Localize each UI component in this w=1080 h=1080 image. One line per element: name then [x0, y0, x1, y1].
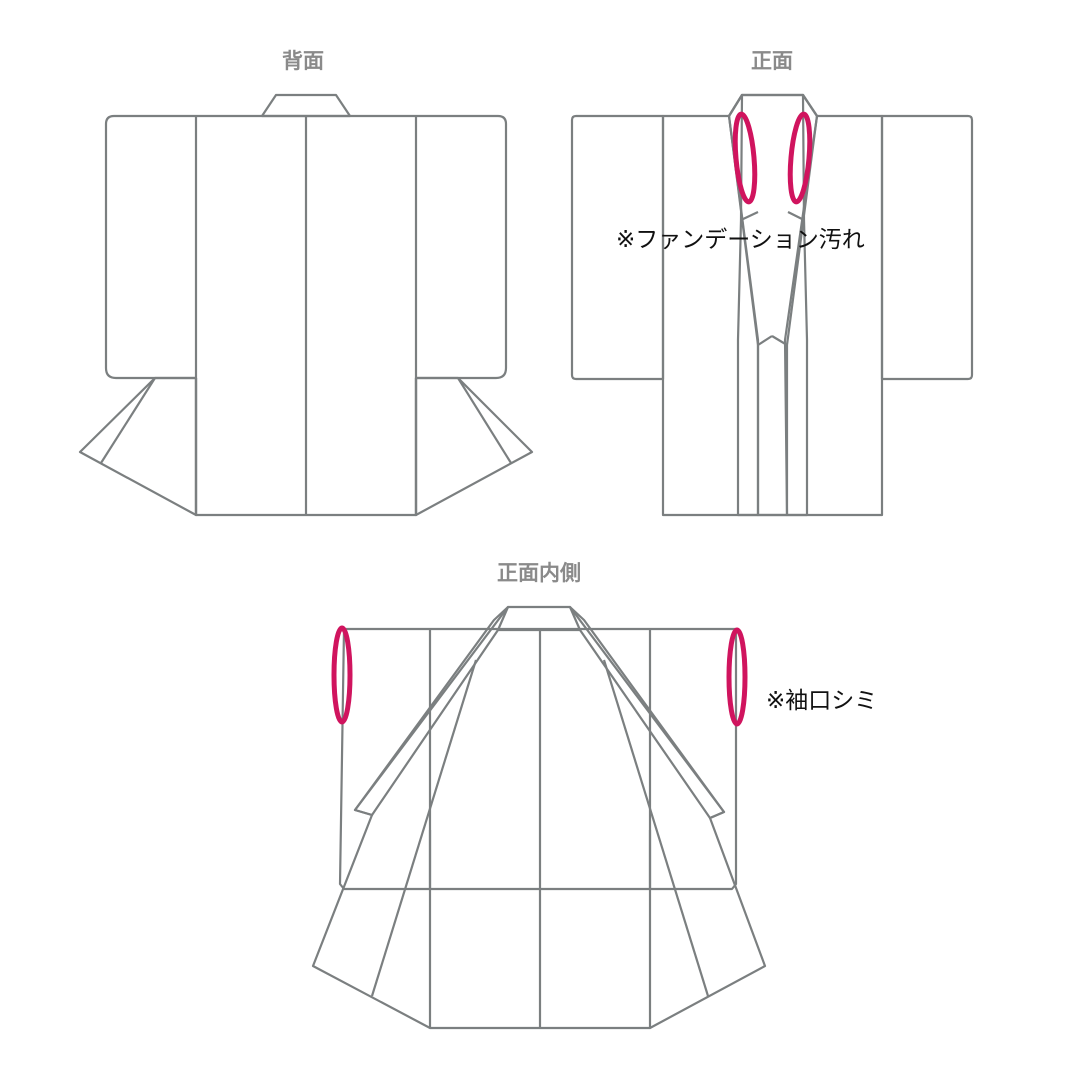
- back-collar: [260, 93, 352, 118]
- back-view-garment: [78, 93, 534, 517]
- front-body: [661, 93, 884, 517]
- front-collar-notch-right: [787, 211, 805, 221]
- foundation-stain-marker-left: [732, 111, 758, 205]
- front-view-garment: [570, 93, 974, 517]
- back-lower-right-gusset: [414, 376, 534, 517]
- cuff-stain-note: ※袖口シミ: [766, 688, 878, 714]
- front-collar-join-left: [757, 335, 773, 346]
- front-collar-join-right: [771, 335, 788, 346]
- back-gusset-line-left: [100, 377, 156, 464]
- back-view-title: 背面: [282, 49, 324, 73]
- inside-collar-left: [353, 605, 510, 817]
- front-sleeve-left: [570, 114, 665, 381]
- inside-view-garment: [311, 605, 767, 1030]
- foundation-stain-marker-right: [787, 111, 813, 205]
- back-gusset-line-right: [457, 377, 512, 464]
- foundation-stain-note: ※ファンデーション汚れ: [616, 227, 865, 253]
- cuff-stain-marker-right: [726, 627, 748, 727]
- front-collar-notch-left: [740, 211, 759, 221]
- front-sleeve-right: [880, 114, 974, 381]
- back-lower-left-gusset: [78, 376, 198, 517]
- inside-collar-right: [568, 605, 726, 820]
- front-collar-right: [785, 93, 819, 517]
- inside-outer-panel: [338, 627, 738, 891]
- front-view-title: 正面: [751, 49, 793, 73]
- cuff-stain-marker-left: [331, 625, 353, 725]
- inside-view-title: 正面内側: [497, 561, 581, 585]
- inside-panel-line-left: [370, 659, 478, 997]
- inside-panel-line-right: [602, 659, 710, 997]
